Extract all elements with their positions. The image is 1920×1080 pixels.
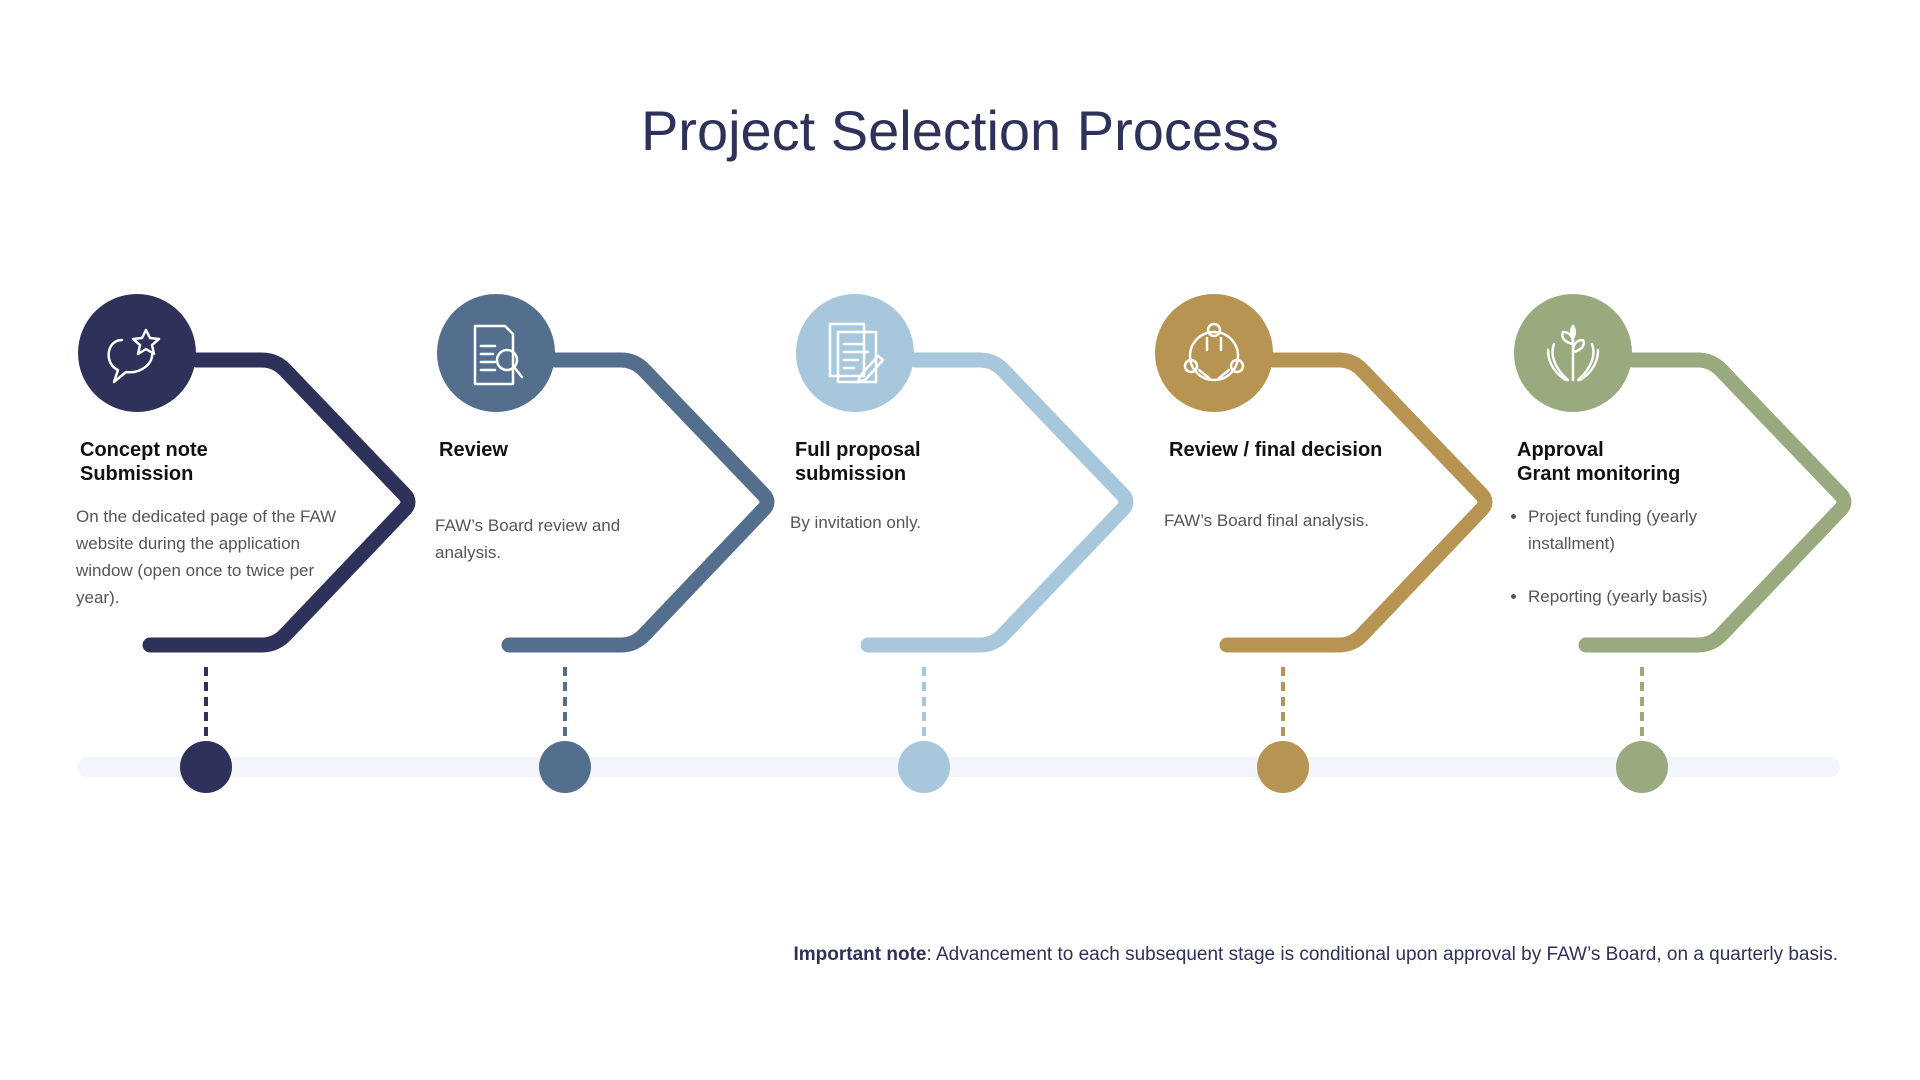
meeting-table-icon — [1183, 322, 1245, 382]
page-title: Project Selection Process — [640, 99, 1280, 162]
stage-chevron — [1578, 352, 1852, 653]
timeline-dot — [539, 741, 591, 793]
stage-description: On the dedicated page of the FAW website… — [76, 507, 337, 607]
timeline-dot — [180, 741, 232, 793]
note-text: : Advancement to each subsequent stage i… — [926, 944, 1839, 965]
document-search-icon — [473, 324, 524, 386]
stage-bullets: Project funding (yearly installment) Repo… — [1508, 503, 1738, 636]
important-note: Important note: Advancement to each subs… — [794, 944, 1839, 966]
note-label: Important note — [793, 944, 927, 965]
stage-icon-circle — [437, 294, 555, 412]
stage-3: Full proposal submission By invitation on… — [718, 0, 1078, 1080]
stage-1: Concept note Submission On the dedicated … — [0, 0, 360, 1080]
stage-chevron — [1219, 352, 1493, 653]
stage-description: By invitation only. — [790, 513, 922, 532]
bullet-item: Reporting (yearly basis) — [1528, 583, 1738, 610]
stage-chevron — [860, 352, 1134, 653]
stage-5: Approval Grant monitoringProject funding… — [1436, 0, 1796, 1080]
document-pen-icon — [828, 322, 885, 384]
hands-plant-icon — [1546, 324, 1600, 382]
timeline-dot — [898, 741, 950, 793]
timeline-track — [78, 757, 1840, 777]
stage-heading: Concept note Submission — [80, 439, 208, 485]
timeline-dot — [1257, 741, 1309, 793]
chat-star-icon — [107, 328, 161, 384]
stage-description: FAW’s Board final analysis. — [1164, 511, 1370, 530]
timeline-dot — [1616, 741, 1668, 793]
stage-icon-circle — [1155, 294, 1273, 412]
stage-description: FAW’s Board review and analysis. — [435, 516, 621, 562]
stage-heading: Approval Grant monitoring — [1517, 439, 1681, 485]
stage-chevron — [142, 352, 416, 653]
stage-heading: Review — [439, 439, 508, 461]
bullet-item: Project funding (yearly installment) — [1528, 503, 1738, 557]
stage-heading: Full proposal submission — [795, 439, 921, 485]
stage-chevron — [501, 352, 775, 653]
stage-heading: Review / final decision — [1169, 439, 1383, 461]
